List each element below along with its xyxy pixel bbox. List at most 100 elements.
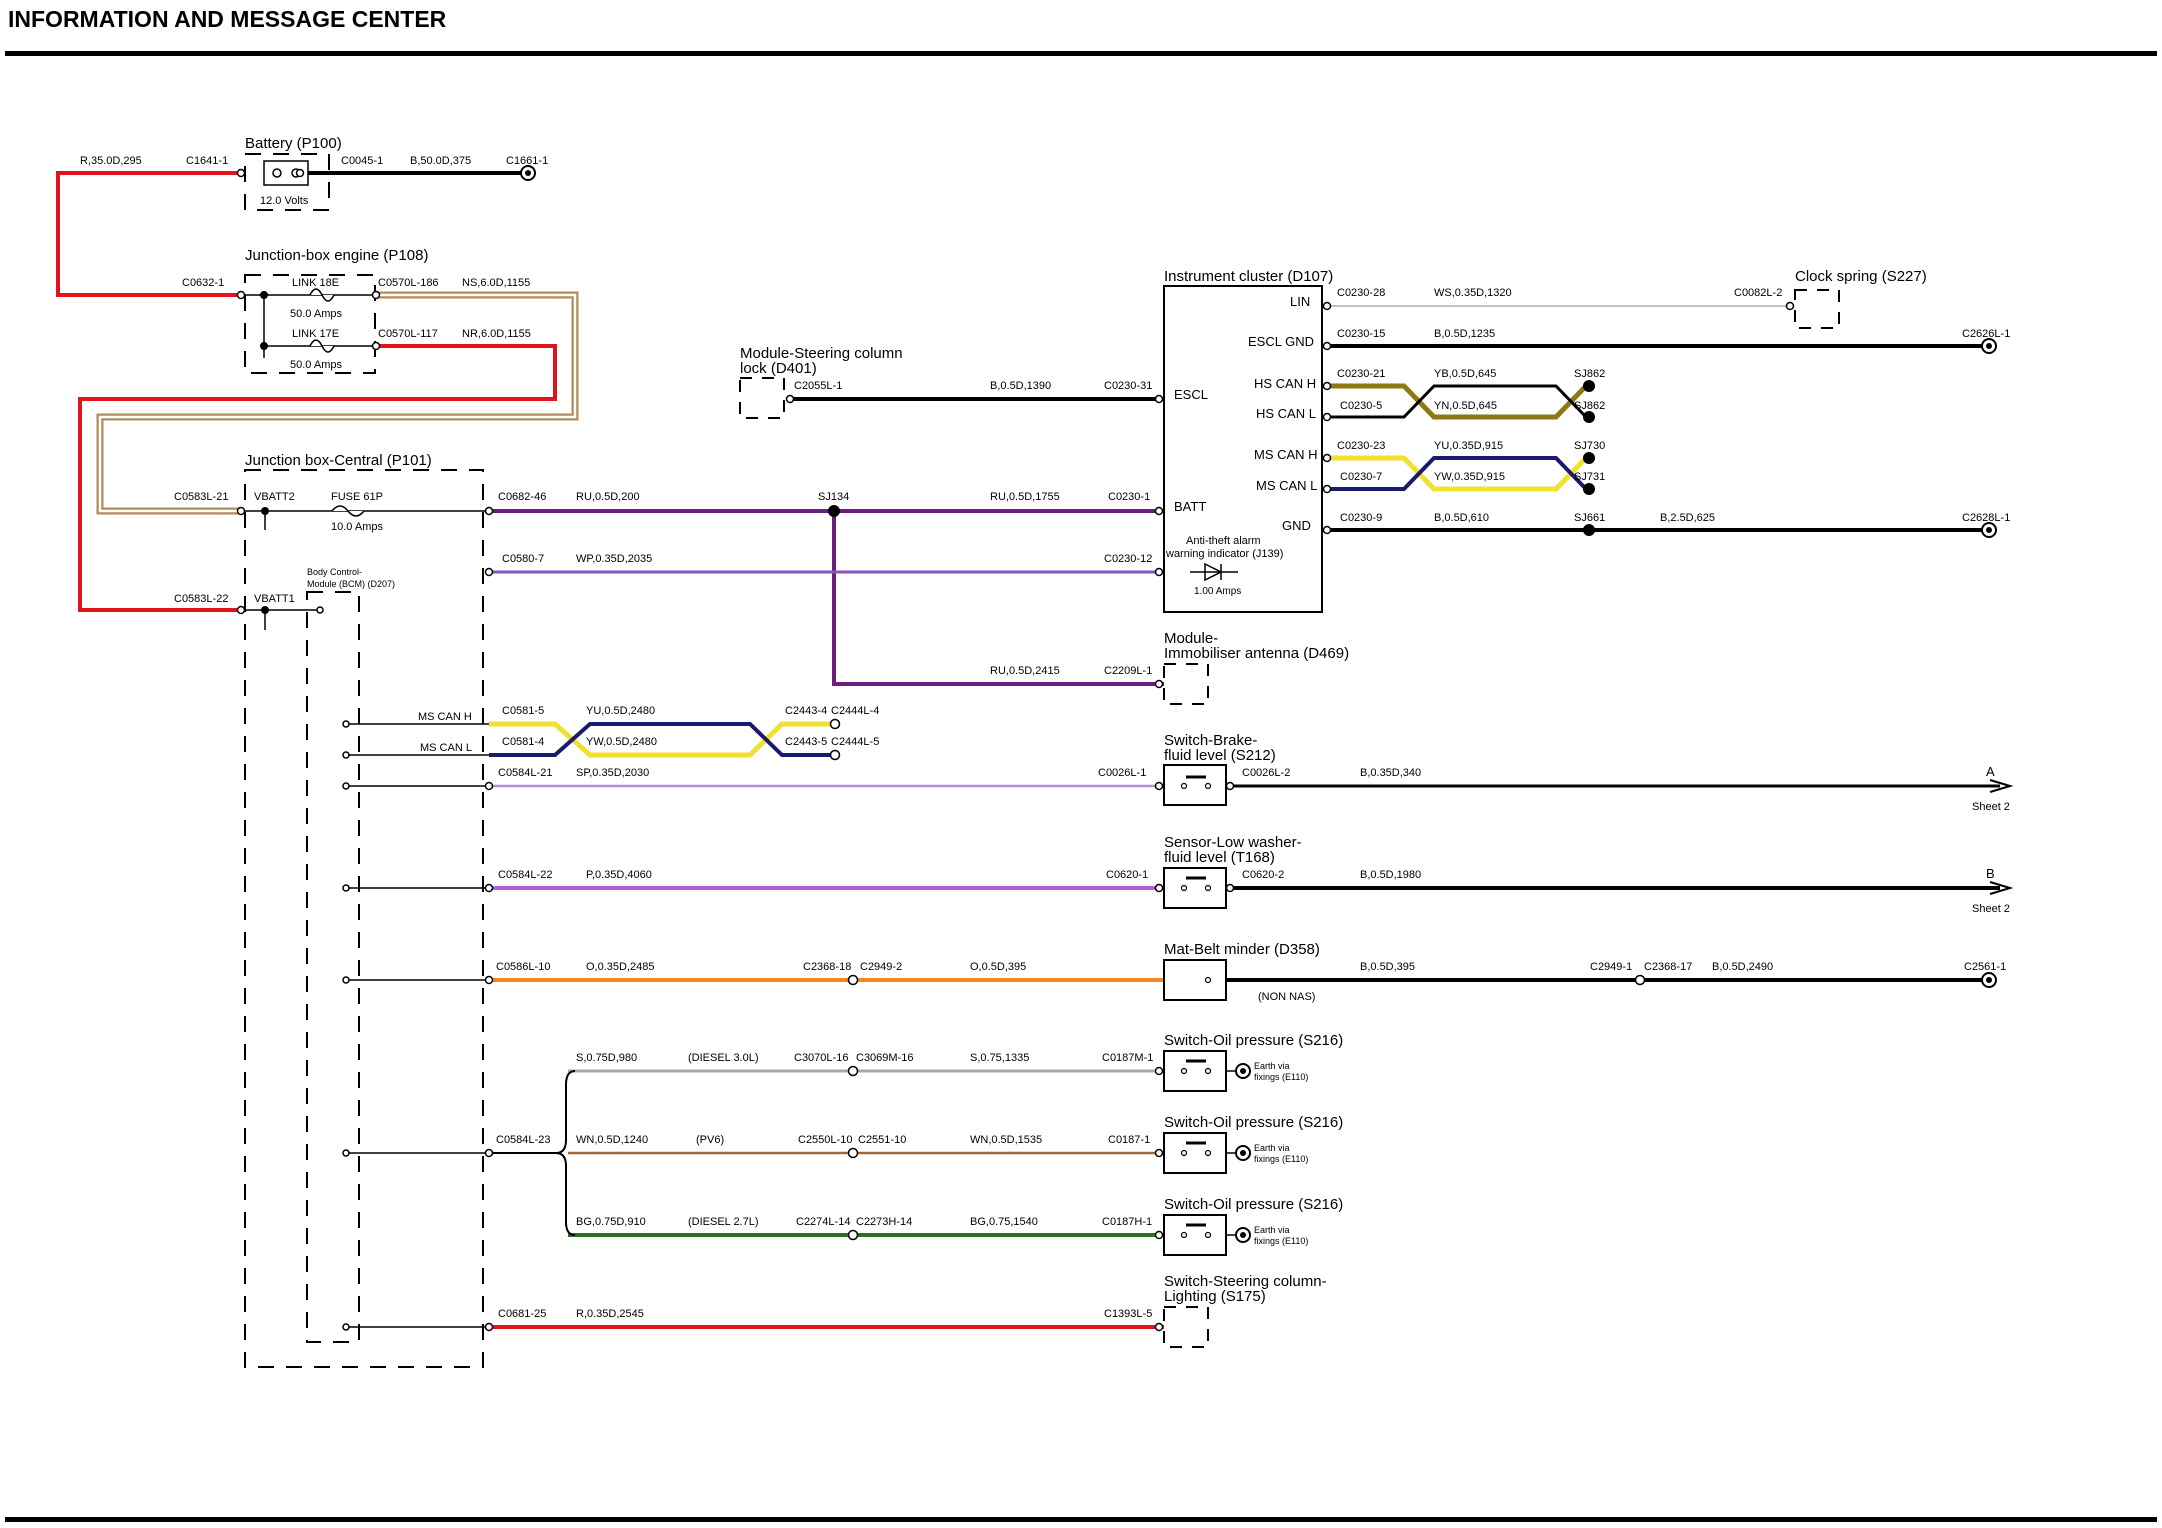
wire-label: C2444L-4: [831, 705, 879, 717]
wire-label: SJ730: [1574, 440, 1605, 452]
wire-red-battery: [56, 171, 241, 297]
wire-label: B,0.5D,395: [1360, 961, 1415, 973]
wire-label: C0026L-2: [1242, 767, 1290, 779]
splices: [828, 380, 1595, 536]
label-vbatt1: VBATT1: [254, 593, 295, 605]
wire-label: C0620-2: [1242, 869, 1284, 881]
junction-box-engine-p108: [244, 274, 376, 374]
wire-label: BG,0.75D,910: [576, 1216, 646, 1228]
junction-box-central-p101: [244, 469, 484, 1368]
wire-label: B,0.5D,1980: [1360, 869, 1421, 881]
switch-steering-column-lighting-s175: [1163, 1306, 1209, 1348]
wire-label: C2273H-14: [856, 1216, 912, 1228]
label-ms-can-h: MS CAN H: [418, 711, 472, 723]
wire-label: C0620-1: [1106, 869, 1148, 881]
label-fuse-amps: 10.0 Amps: [331, 521, 383, 533]
page-title: INFORMATION AND MESSAGE CENTER: [8, 6, 447, 32]
wire-label: C2443-5: [785, 736, 827, 748]
wire-label: RU,0.5D,200: [576, 491, 640, 503]
wire-label: C2443-4: [785, 705, 827, 717]
wire-label: S,0.75,1335: [970, 1052, 1029, 1064]
label-alarm-amps: 1.00 Amps: [1194, 586, 1241, 597]
wire-label: WS,0.35D,1320: [1434, 287, 1512, 299]
wire-label: C2444L-5: [831, 736, 879, 748]
wire-label: YN,0.5D,645: [1434, 400, 1497, 412]
wire-label: C0230-9: [1340, 512, 1382, 524]
wire-label: SJ862: [1574, 400, 1605, 412]
anti-theft-alarm-indicator-j139: [1190, 562, 1238, 582]
label-instrument-cluster: Instrument cluster (D107): [1164, 268, 1333, 285]
wire-label: C1641-1: [186, 155, 228, 167]
wire-label: (DIESEL 3.0L): [688, 1052, 759, 1064]
wire-label: WN,0.5D,1535: [970, 1134, 1042, 1146]
wire-label: YU,0.5D,2480: [586, 705, 655, 717]
pin-batt: BATT: [1174, 499, 1206, 514]
label-non-nas: (NON NAS): [1258, 991, 1315, 1003]
wire-label: C0230-31: [1104, 380, 1152, 392]
switch-oil-pressure-s216-b: [1163, 1132, 1236, 1174]
wire-label: C0580-7: [502, 553, 544, 565]
wire-label: B,0.5D,2490: [1712, 961, 1773, 973]
mat-belt-minder-d358: [1163, 959, 1227, 1001]
wire-label: C0045-1: [341, 155, 383, 167]
twisted-pair-bcm-ms-can: [346, 721, 835, 758]
label-sbf-1: Switch-Brake-: [1164, 732, 1257, 749]
wire-label: C2626L-1: [1962, 328, 2010, 340]
sheet-ref-a-label: Sheet 2: [1972, 801, 2010, 813]
wire-label: C0230-15: [1337, 328, 1385, 340]
wire-label: C0583L-22: [174, 593, 228, 605]
wire-label: C1393L-5: [1104, 1308, 1152, 1320]
switch-oil-pressure-s216-c: [1163, 1214, 1236, 1256]
label-fuse61p: FUSE 61P: [331, 491, 383, 503]
earth-terminals: [520, 165, 1997, 1243]
wire-label: NS,6.0D,1155: [462, 277, 530, 289]
label-mia-2: Immobiliser antenna (D469): [1164, 645, 1349, 662]
label-link18e-amps: 50.0 Amps: [290, 308, 342, 320]
label-ssl-1: Switch-Steering column-: [1164, 1273, 1327, 1290]
wire-label: C2551-10: [858, 1134, 906, 1146]
wire-label: YU,0.35D,915: [1434, 440, 1503, 452]
wire-label: SP,0.35D,2030: [576, 767, 649, 779]
wire-label: C0581-5: [502, 705, 544, 717]
label-alarm-1: Anti-theft alarm: [1186, 535, 1261, 547]
pin-ms-can-h: MS CAN H: [1254, 447, 1318, 462]
wire-label: C2550L-10: [798, 1134, 852, 1146]
wire-label: RU,0.5D,2415: [990, 665, 1060, 677]
pin-lin: LIN: [1290, 294, 1310, 309]
wire-label: C0230-5: [1340, 400, 1382, 412]
label-battery-volts: 12.0 Volts: [260, 195, 309, 207]
bottom-border-line: [5, 1517, 2157, 1522]
wire-label: C2209L-1: [1104, 665, 1152, 677]
wire-label: C2949-2: [860, 961, 902, 973]
wire-label: C2055L-1: [794, 380, 842, 392]
sheet-ref-b: B: [1986, 866, 1995, 881]
earth-icon: [1235, 1063, 1251, 1079]
label-bcm-1: Body Control-: [307, 567, 362, 577]
wire-label: (PV6): [696, 1134, 724, 1146]
sheet-ref-a: A: [1986, 764, 1995, 779]
label-ssl-2: Lighting (S175): [1164, 1288, 1266, 1305]
wire-label: WP,0.35D,2035: [576, 553, 652, 565]
label-bcm-2: Module (BCM) (D207): [307, 579, 395, 589]
wire-label: C0230-7: [1340, 471, 1382, 483]
module-steering-column-lock-d401: [739, 377, 785, 419]
wires: [56, 171, 2000, 1329]
module-immobiliser-antenna-d469: [1163, 663, 1209, 705]
earth-icon: [520, 165, 536, 181]
wire-label: SJ134: [818, 491, 849, 503]
switch-brake-fluid-level-s212: [1163, 764, 1227, 806]
wire-label: WN,0.5D,1240: [576, 1134, 648, 1146]
wire-label: C0187H-1: [1102, 1216, 1152, 1228]
wire-label: SJ731: [1574, 471, 1605, 483]
label-link17e-amps: 50.0 Amps: [290, 359, 342, 371]
earth-label-2a: Earth via: [1254, 1143, 1290, 1153]
wire-tan-ns-inner: [98, 293, 577, 513]
wire-label: RU,0.5D,1755: [990, 491, 1060, 503]
label-ms-can-l: MS CAN L: [420, 742, 472, 754]
label-mbm: Mat-Belt minder (D358): [1164, 941, 1320, 958]
earth-label-2b: fixings (E110): [1254, 1154, 1308, 1164]
wire-label: B,50.0D,375: [410, 155, 471, 167]
label-mscl-1: Module-Steering column: [740, 345, 903, 362]
wire-label: R,35.0D,295: [80, 155, 142, 167]
